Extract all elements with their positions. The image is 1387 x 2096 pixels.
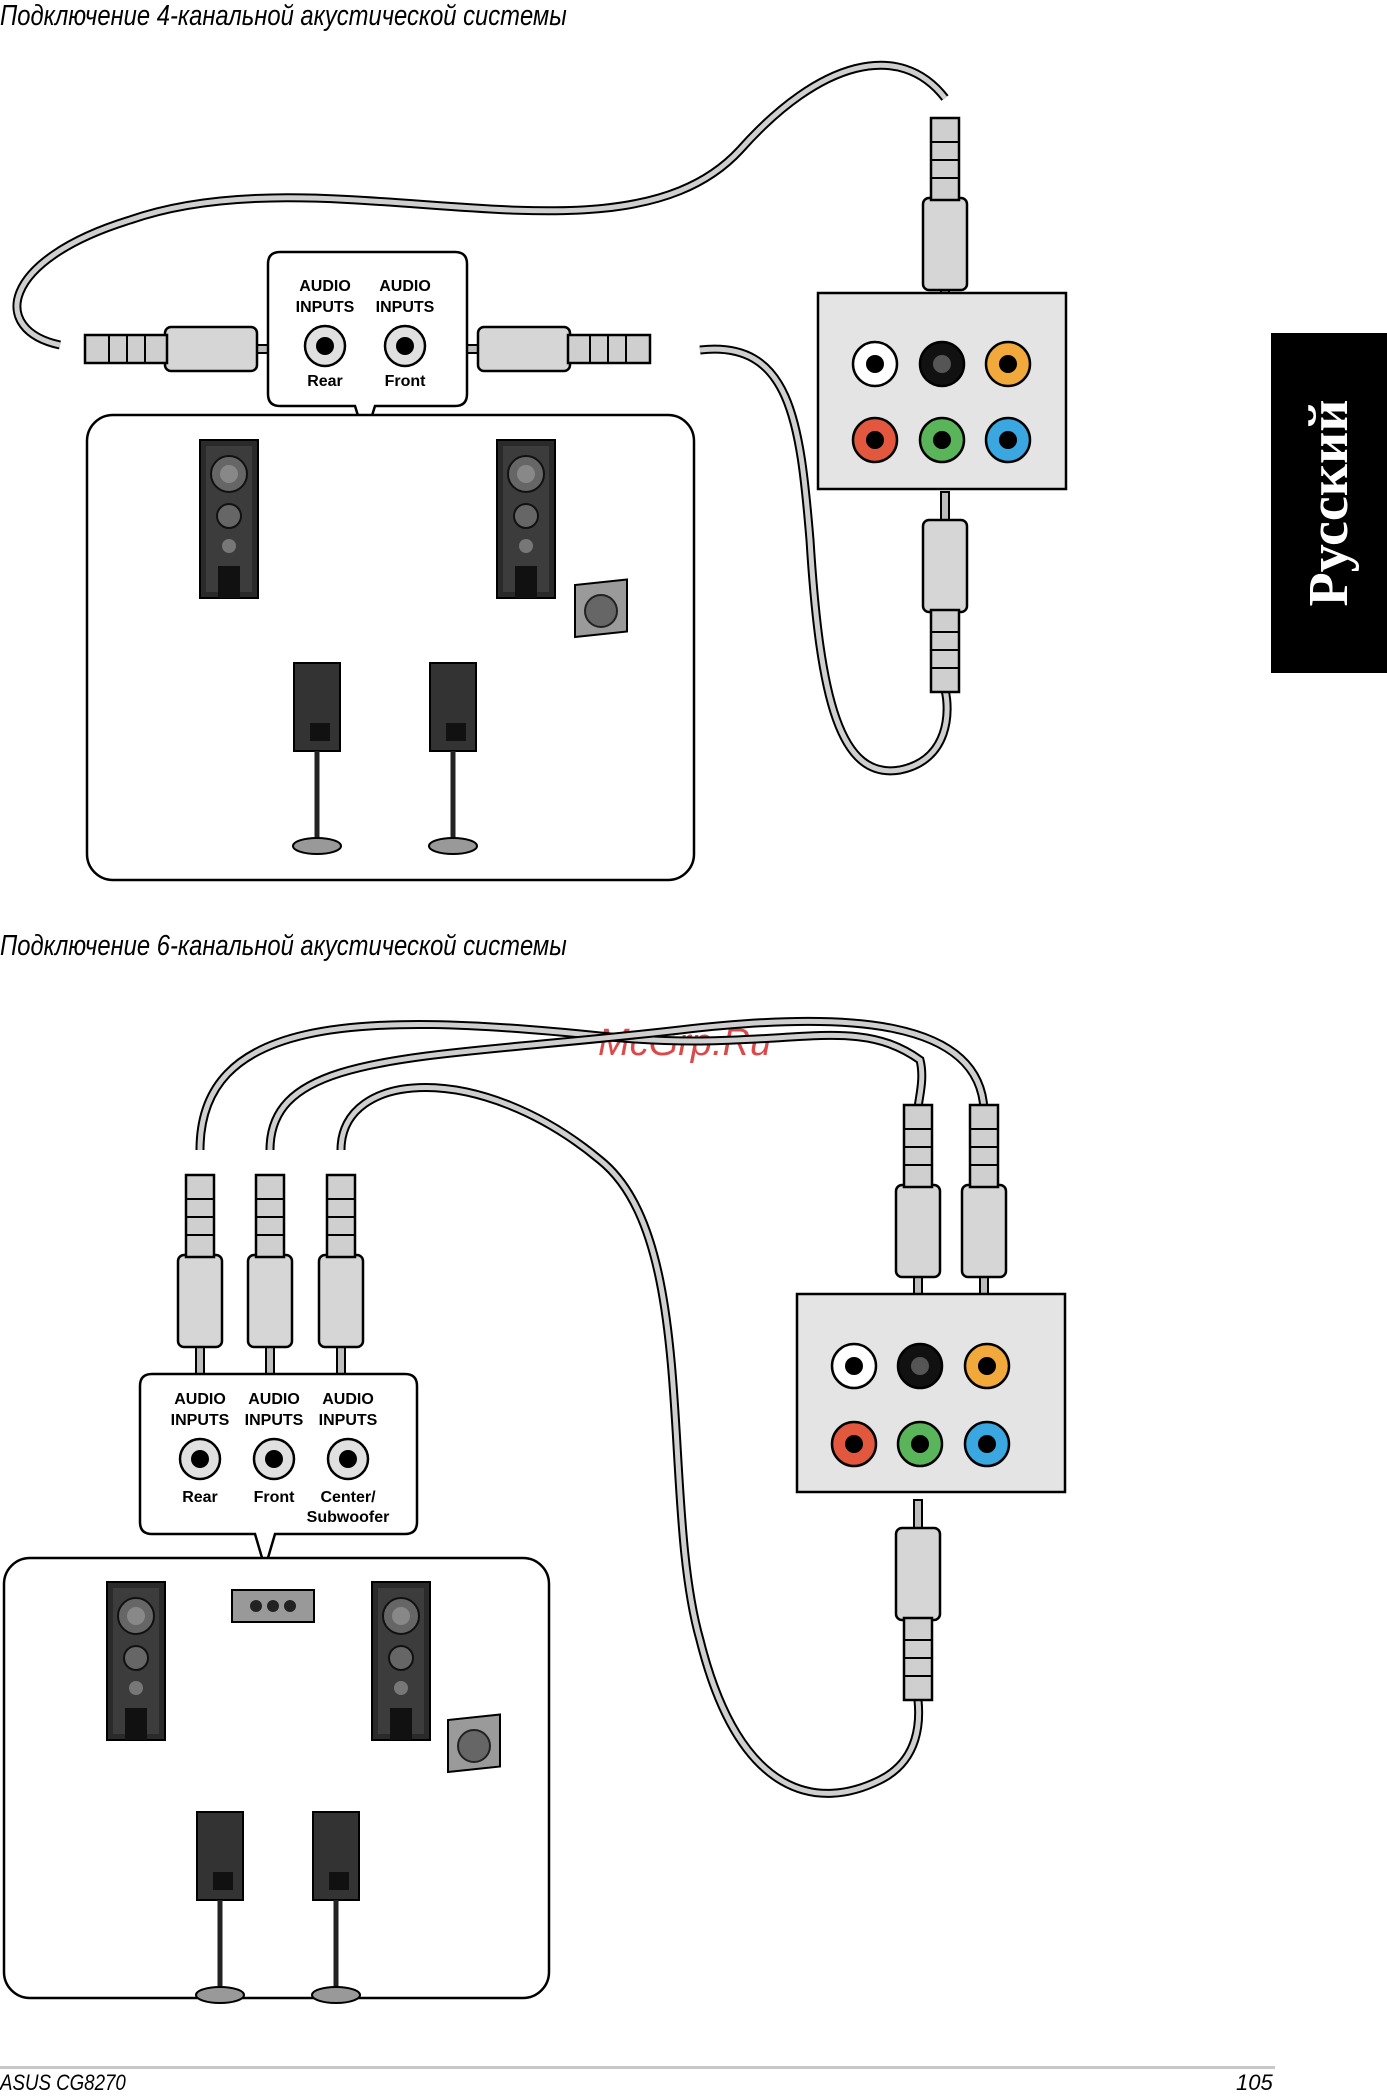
front-right-speaker xyxy=(497,440,555,598)
input6-2-top: AUDIO xyxy=(248,1391,300,1408)
input6-1-label: Rear xyxy=(182,1489,218,1506)
subwoofer xyxy=(575,580,627,637)
front-left-speaker xyxy=(200,440,258,598)
speaker-room-4ch xyxy=(87,415,694,880)
input2-mid: INPUTS xyxy=(376,299,435,316)
footer-divider xyxy=(0,2066,1275,2069)
diagram-4ch: AUDIO INPUTS Rear AUDIO INPUTS Front xyxy=(17,65,1066,880)
audio-back-panel-4ch xyxy=(818,293,1066,489)
subwoofer-6ch xyxy=(448,1715,500,1772)
input6-1-mid: INPUTS xyxy=(171,1412,230,1429)
center-speaker xyxy=(232,1590,314,1622)
input6-3-top: AUDIO xyxy=(322,1391,374,1408)
footer-page-number: 105 xyxy=(1236,2070,1273,2096)
speaker-room-6ch xyxy=(4,1558,549,1998)
diagram-6ch: AUDIO INPUTS Rear AUDIO INPUTS Front AUD… xyxy=(4,1021,1065,2003)
input6-1-top: AUDIO xyxy=(174,1391,226,1408)
input6-3-mid: INPUTS xyxy=(319,1412,378,1429)
input1-mid: INPUTS xyxy=(296,299,355,316)
front-right-speaker-6ch xyxy=(372,1582,430,1740)
input2-top: AUDIO xyxy=(379,278,431,295)
input6-2-label: Front xyxy=(254,1489,296,1506)
input1-top: AUDIO xyxy=(299,278,351,295)
footer-model: ASUS CG8270 xyxy=(0,2070,126,2096)
input6-2-mid: INPUTS xyxy=(245,1412,304,1429)
input6-3-label2: Subwoofer xyxy=(307,1509,390,1526)
input1-label: Rear xyxy=(307,373,343,390)
front-left-speaker-6ch xyxy=(107,1582,165,1740)
input6-3-label: Center/ xyxy=(320,1489,376,1506)
input2-label: Front xyxy=(385,373,427,390)
audio-back-panel-6ch xyxy=(797,1294,1065,1492)
